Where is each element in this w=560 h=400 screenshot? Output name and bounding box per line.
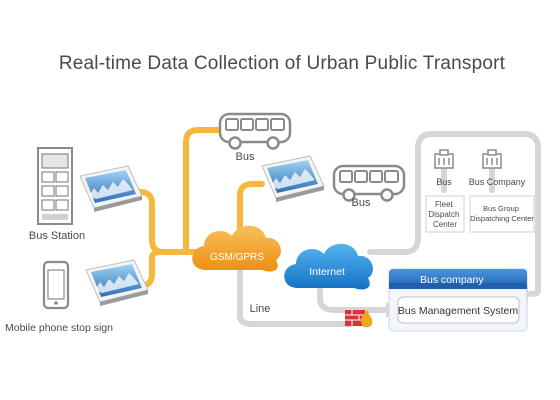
diagram-title: Real-time Data Collection of Urban Publi… [59, 53, 506, 74]
group-dispatch-label: Bus Group Dispatching Center [470, 204, 534, 223]
bus-company-label: Bus Company [469, 177, 526, 187]
firewall-icon [345, 310, 373, 328]
bus-top-label: Bus [236, 151, 255, 163]
fleet-dispatch-label: Fleet Dispatch Center [428, 200, 461, 229]
bus-station-icon [37, 147, 73, 225]
gsm-cloud-icon [192, 225, 281, 272]
bus-company-building-icon [482, 149, 502, 169]
orange-connectors [115, 127, 265, 289]
line-label: Line [250, 303, 271, 315]
bus-management-system-label: Bus Management System [398, 305, 518, 317]
grey-connectors [237, 131, 541, 327]
bus-company-panel-title: Bus company [420, 274, 484, 286]
bus-company-panel [388, 268, 528, 332]
bus-device-icon [261, 155, 325, 203]
group-dispatch-box [469, 195, 535, 233]
company-bus-icon [434, 149, 454, 169]
company-bus-label: Bus [436, 177, 452, 187]
bus-mid-label: Bus [352, 197, 371, 209]
bus-mid-icon [332, 164, 406, 202]
mobile-phone-icon [42, 260, 70, 310]
mobile-stop-label: Mobile phone stop sign [5, 322, 113, 334]
bus-top-icon [218, 112, 292, 150]
mobile-stop-device-icon [85, 259, 149, 307]
bus-station-label: Bus Station [29, 230, 85, 242]
bus-station-device-icon [79, 165, 143, 213]
fleet-dispatch-box [425, 195, 465, 233]
internet-label: Internet [309, 266, 345, 278]
gsm-label: GSM/GPRS [210, 252, 264, 263]
internet-cloud-icon [284, 243, 373, 290]
